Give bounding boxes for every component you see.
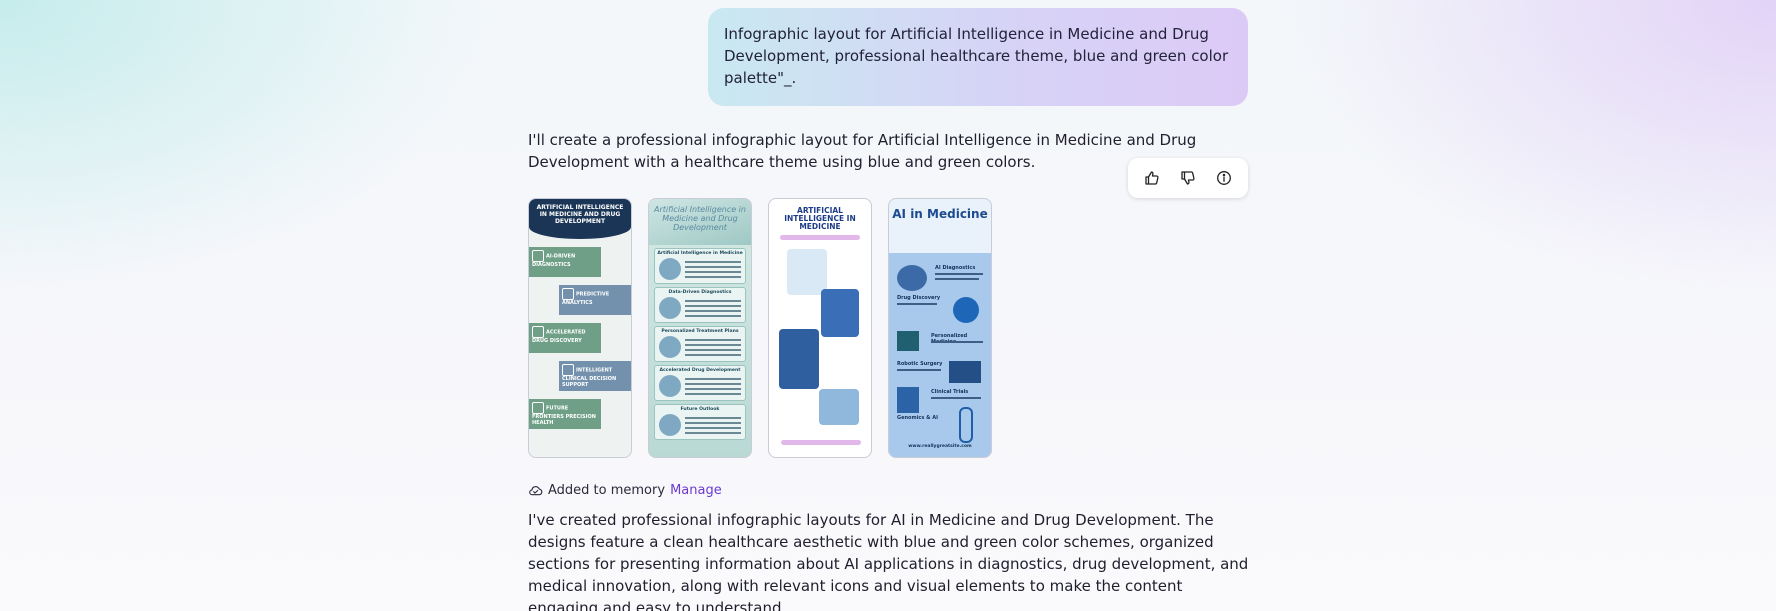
infographic-thumbnail-1[interactable]: ARTIFICIAL INTELLIGENCE IN MEDICINE AND … [528,198,632,458]
thumbs-down-button[interactable] [1174,164,1202,192]
thumb3-title: ARTIFICIAL INTELLIGENCE IN MEDICINE [784,206,856,231]
user-message-text: Infographic layout for Artificial Intell… [724,25,1229,87]
thumb1-section: PREDICTIVE ANALYTICS [529,283,631,317]
robot-illustration [787,249,827,295]
thumb4-title: AI in Medicine [889,199,991,253]
feedback-toolbar [1128,158,1248,198]
doctor-illustration [821,289,859,337]
molecule-icon [953,297,979,323]
user-message-bubble: Infographic layout for Artificial Intell… [708,8,1248,106]
memory-notice: Added to memory Manage [528,483,722,498]
thumb1-section: FUTURE FRONTIERS PRECISION HEALTH [529,397,631,431]
thumb2-card: Accelerated Drug Development [654,365,746,401]
info-icon [1217,171,1231,185]
infographic-thumbnail-4[interactable]: AI in Medicine AI Diagnostics Drug Disco… [888,198,992,458]
memory-label: Added to memory [548,483,666,498]
lab-illustration [819,389,859,425]
thumb3-banner [780,235,860,240]
memory-cloud-icon [529,486,543,496]
thumbs-down-icon [1181,171,1195,185]
thumb2-title: Artificial Intelligence in Medicine and … [649,199,751,245]
dna-icon [959,407,973,443]
infographic-thumbnail-3[interactable]: ARTIFICIAL INTELLIGENCE IN MEDICINE [768,198,872,458]
robot-arm-icon [949,361,981,383]
thumb2-card: Data-Driven Diagnostics [654,287,746,323]
thumb1-section: ACCELERATED DRUG DISCOVERY [529,321,631,355]
thumb1-title: ARTIFICIAL INTELLIGENCE IN MEDICINE AND … [529,199,631,239]
thumb2-card: Artificial Intelligence in Medicine [654,248,746,284]
thumb1-section: AI-DRIVEN DIAGNOSTICS [529,245,631,279]
person-icon [897,331,919,351]
thumbs-up-icon [1145,171,1159,185]
infographic-thumbnail-2[interactable]: Artificial Intelligence in Medicine and … [648,198,752,458]
manage-memory-link[interactable]: Manage [670,483,722,498]
doctor-illustration [779,329,819,389]
clipboard-icon [897,387,919,413]
thumb3-footer-banner [781,440,861,445]
assistant-summary-text: I've created professional infographic la… [528,511,1249,611]
thumb2-card: Future Outlook [654,404,746,440]
brain-icon [897,265,927,291]
thumbs-up-button[interactable] [1138,164,1166,192]
assistant-intro-text: I'll create a professional infographic l… [528,131,1197,171]
info-button[interactable] [1210,164,1238,192]
thumb2-card: Personalized Treatment Plans [654,326,746,362]
thumb1-section: INTELLIGENT CLINICAL DECISION SUPPORT [529,359,631,393]
